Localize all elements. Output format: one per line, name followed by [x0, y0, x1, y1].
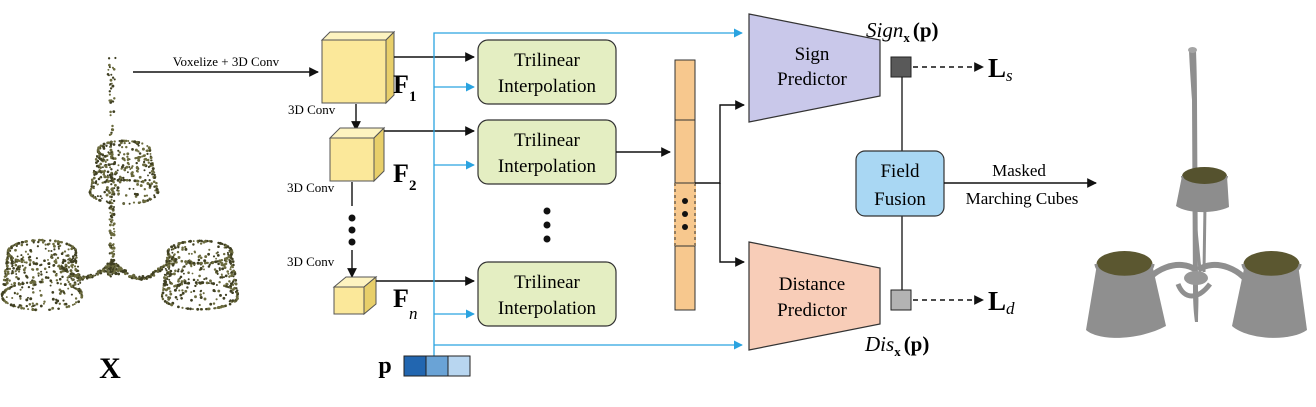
feature-label-1: F: [393, 70, 409, 99]
interp-box-2: Trilinear Interpolation: [477, 119, 617, 185]
conv-ellipsis: [348, 214, 356, 246]
conv-label-1: 3D Conv: [288, 102, 336, 117]
distance-predictor: Distance Predictor: [748, 241, 881, 351]
distance-output-label: Disx(p): [864, 332, 929, 359]
feature-label-n: F: [393, 284, 409, 313]
conv-label-2: 3D Conv: [287, 180, 335, 195]
feature-sub-2: 2: [409, 178, 417, 194]
svg-text:Predictor: Predictor: [777, 300, 847, 321]
input-point-cloud: [0, 56, 240, 312]
vector-to-predictors: [695, 100, 745, 267]
output-mesh: [1086, 47, 1307, 338]
sign-predictor: Sign Predictor: [748, 13, 881, 123]
feature-sub-1: 1: [409, 89, 417, 105]
feature-sub-n: n: [409, 304, 418, 323]
svg-text:Trilinear: Trilinear: [514, 130, 580, 151]
svg-text:Trilinear: Trilinear: [514, 272, 580, 293]
feature-label-2: F: [393, 159, 409, 188]
sign-output-label: Signx(p): [866, 18, 939, 45]
feature-vector: [674, 59, 696, 311]
svg-text:Trilinear: Trilinear: [514, 50, 580, 71]
distance-output-box: [890, 289, 912, 311]
feature-cube-2: [328, 126, 386, 183]
svg-text:Distance: Distance: [779, 274, 845, 295]
svg-text:Interpolation: Interpolation: [498, 298, 597, 319]
interp-box-n: Trilinear Interpolation: [477, 261, 617, 327]
interp-ellipsis: [543, 207, 551, 243]
feature-cube-n: [332, 275, 378, 316]
conv-label-3: 3D Conv: [287, 254, 335, 269]
marching-cubes-label-2: Marching Cubes: [966, 189, 1079, 208]
distance-loss-label: Ld: [988, 286, 1015, 318]
query-label: p: [378, 353, 391, 379]
svg-text:Interpolation: Interpolation: [498, 76, 597, 97]
query-lines: [433, 28, 743, 366]
svg-text:Predictor: Predictor: [777, 69, 847, 90]
sign-loss-label: Ls: [988, 53, 1013, 85]
input-label: X: [99, 352, 121, 385]
sign-output-box: [890, 56, 912, 78]
marching-cubes-label-1: Masked: [992, 161, 1046, 180]
field-fusion: Field Fusion: [855, 150, 945, 217]
voxelize-label: Voxelize + 3D Conv: [173, 54, 280, 69]
svg-text:Field: Field: [880, 161, 920, 182]
svg-text:Interpolation: Interpolation: [498, 156, 597, 177]
feature-cube-1: [320, 30, 396, 105]
query-vector: [403, 355, 471, 377]
svg-text:Fusion: Fusion: [874, 189, 926, 210]
svg-text:Sign: Sign: [795, 44, 830, 65]
interp-box-1: Trilinear Interpolation: [477, 39, 617, 105]
